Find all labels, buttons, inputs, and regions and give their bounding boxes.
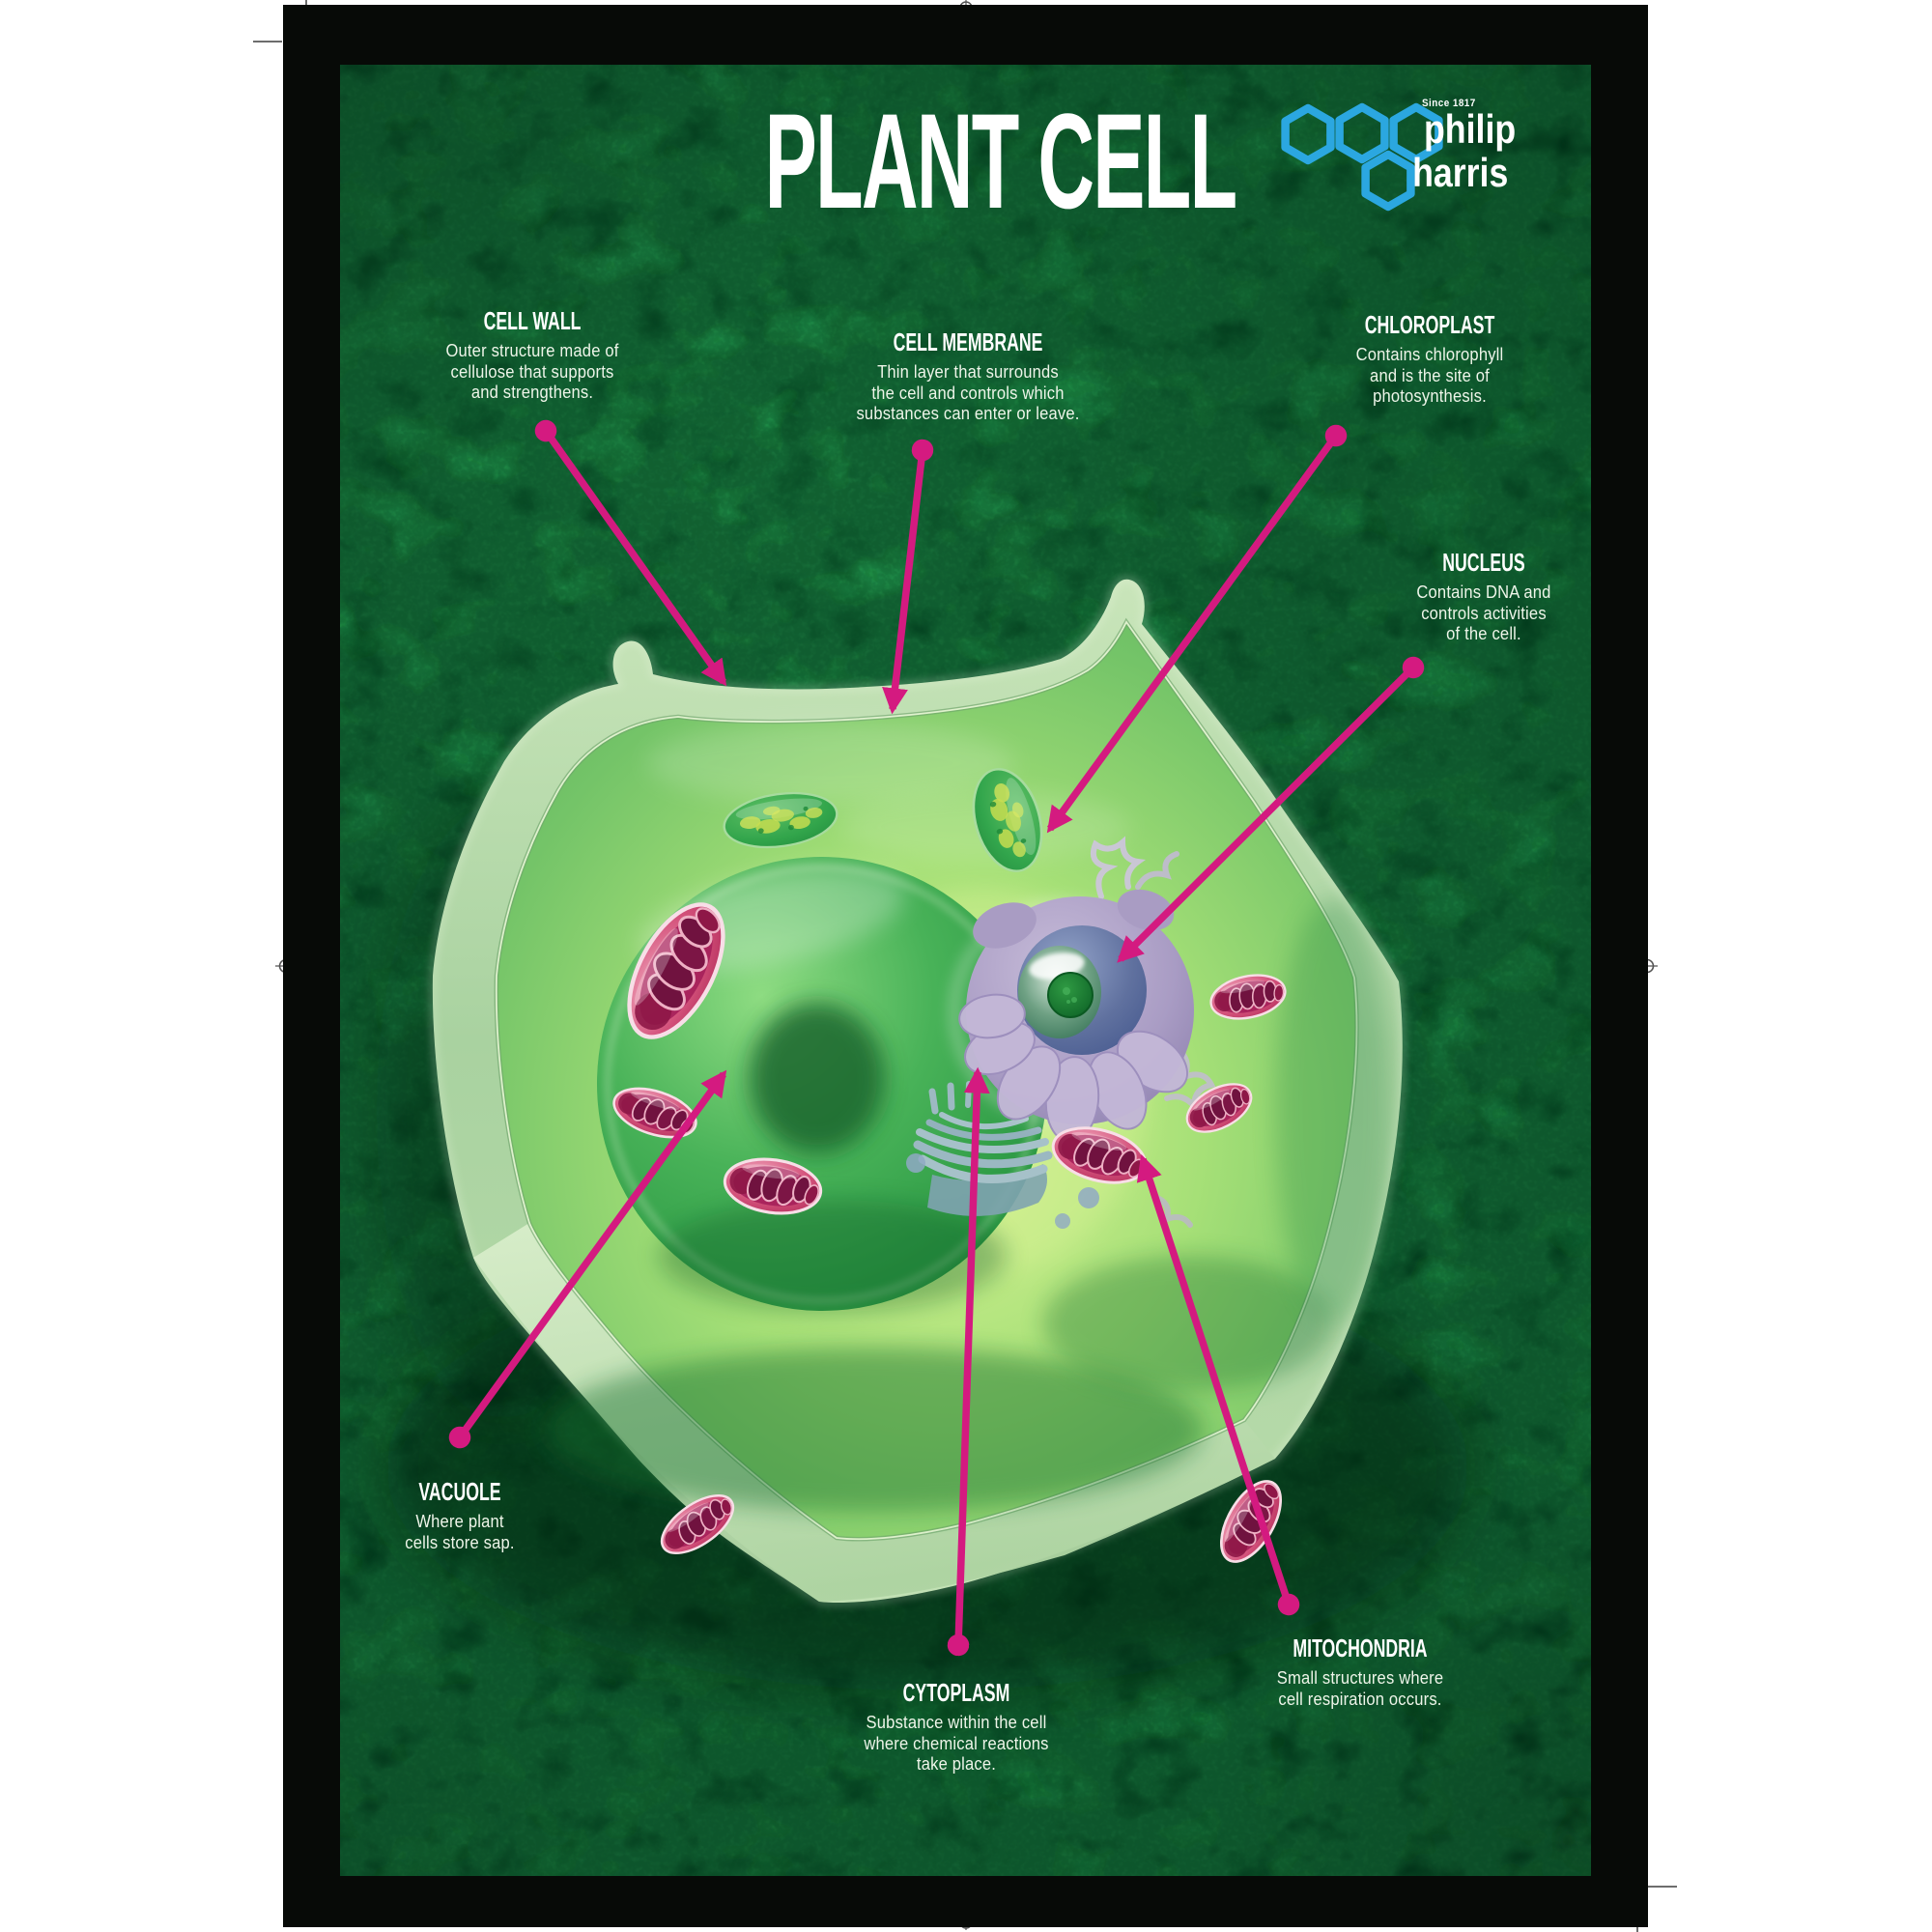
nuclear-envelope-fragments: [958, 993, 1189, 1143]
plant-cell-illustration: [340, 65, 1591, 1876]
cytoplasm-sheen: [647, 723, 1014, 804]
arrow-cytoplasm: [947, 1066, 990, 1657]
callout-arrows: [448, 419, 1425, 1657]
poster-background: [340, 65, 1591, 1876]
arrow-cell-wall: [534, 419, 727, 687]
interior-floor-shadow: [1043, 1256, 1333, 1391]
vacuole-dark-center: [750, 1003, 885, 1153]
arrow-vacuole: [448, 1069, 727, 1449]
arrow-mitochondria: [1136, 1153, 1300, 1616]
cell-wall-front-face: [473, 1223, 1275, 1602]
vesicle: [1078, 1187, 1099, 1208]
arrow-nucleus: [1117, 656, 1425, 963]
poster-frame: [283, 5, 1648, 1927]
arrow-cell-membrane: [882, 439, 934, 715]
nucleolus: [1047, 972, 1094, 1018]
crop-mark-top-left-h: [253, 41, 282, 43]
vesicle: [1055, 1213, 1070, 1229]
arrow-chloroplast: [1046, 424, 1348, 834]
interior-wall-shadow: [1275, 898, 1391, 1323]
vesicle: [906, 1153, 925, 1173]
crop-mark-bottom-right-h: [1648, 1886, 1677, 1888]
